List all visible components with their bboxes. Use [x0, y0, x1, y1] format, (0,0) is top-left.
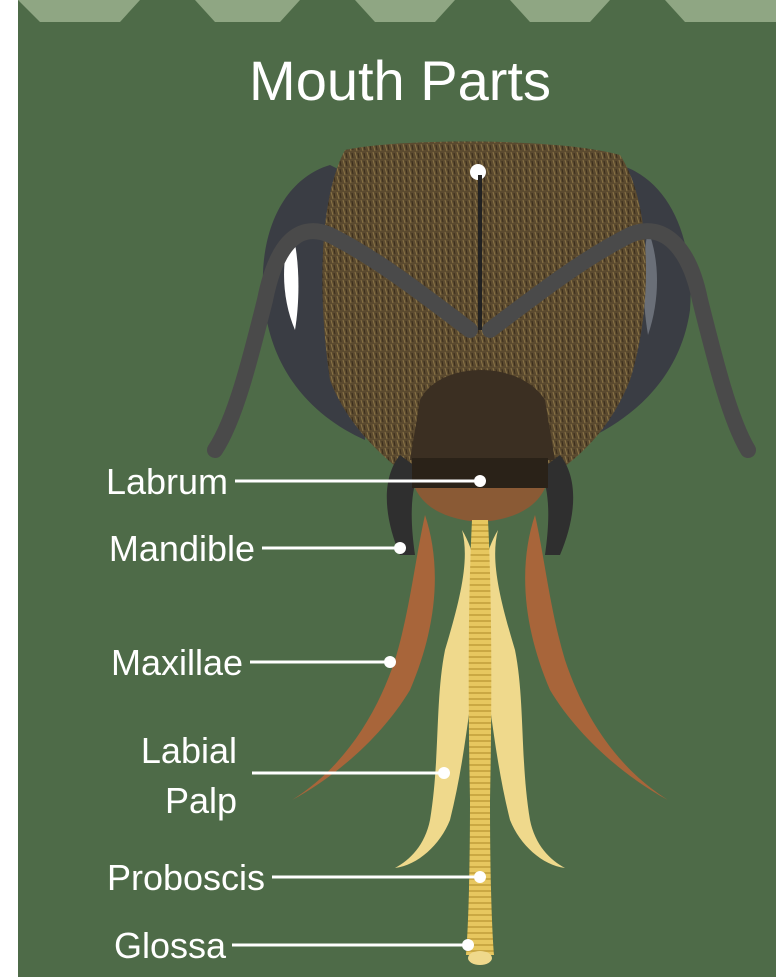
label-labial-palp-line1: Labial	[141, 730, 237, 771]
maxillae-dot	[384, 656, 396, 668]
label-labrum: Labrum	[106, 461, 228, 502]
label-glossa: Glossa	[114, 925, 227, 966]
label-labial-palp-line2: Palp	[165, 780, 237, 821]
diagram-title: Mouth Parts	[249, 49, 551, 112]
mandible-dot	[394, 542, 406, 554]
glossa-tip	[468, 951, 492, 965]
glossa-dot	[462, 939, 474, 951]
labial-palp-dot	[438, 767, 450, 779]
glossa-part	[466, 520, 494, 955]
labrum-dot	[474, 475, 486, 487]
label-proboscis: Proboscis	[107, 857, 265, 898]
label-maxillae: Maxillae	[111, 642, 243, 683]
label-mandible: Mandible	[109, 528, 255, 569]
proboscis-dot	[474, 871, 486, 883]
